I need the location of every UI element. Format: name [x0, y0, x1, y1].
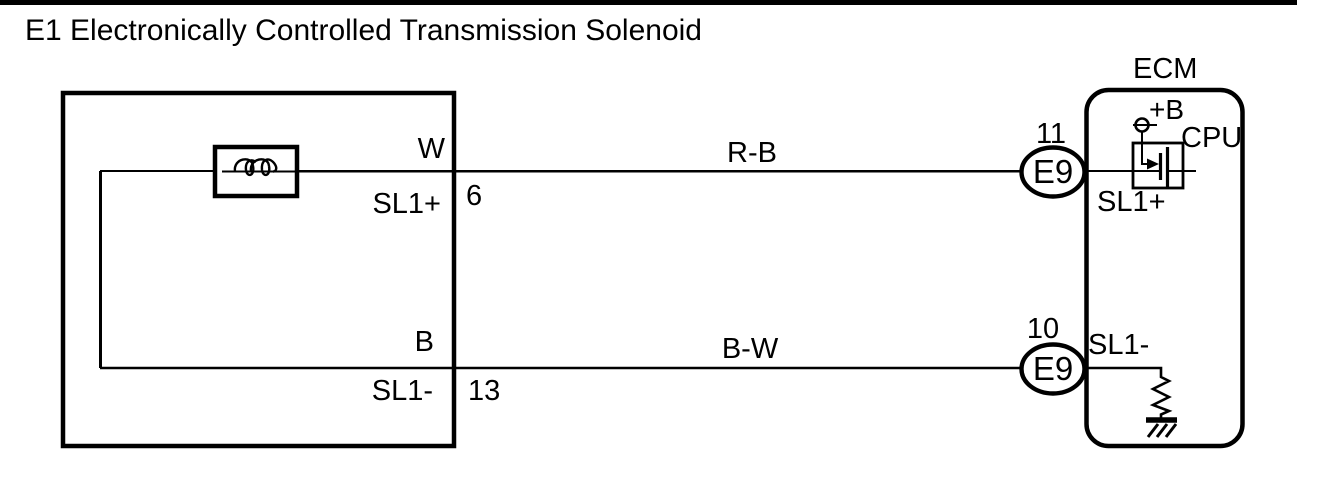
- upper-harness-label: R-B: [727, 137, 777, 169]
- power-terminal-label: +B: [1149, 94, 1184, 125]
- solenoid-coil-icon: [233, 158, 278, 177]
- upper-terminal-label: SL1+: [372, 188, 441, 220]
- ecm-lower-internal-wire: [1084, 366, 1163, 374]
- ecm-box: [1084, 87, 1245, 449]
- transistor-icon: [1141, 131, 1196, 187]
- lower-harness-label: B-W: [722, 333, 779, 365]
- solenoid-component-box: [60, 90, 457, 449]
- lower-connector-code: E9: [1033, 350, 1073, 387]
- page-title: E1 Electronically Controlled Transmissio…: [25, 14, 702, 47]
- upper-wire-color-label: W: [418, 133, 446, 165]
- ecm-lower-terminal-label: SL1-: [1088, 329, 1149, 361]
- top-divider: [0, 0, 1297, 5]
- lower-wire-color-label: B: [415, 326, 434, 358]
- upper-terminal-pin: 6: [466, 180, 482, 212]
- power-terminal-icon: [1133, 117, 1157, 133]
- ground-icon: [1146, 417, 1178, 438]
- lower-connector-pin: 10: [1027, 313, 1059, 345]
- lower-terminal-label: SL1-: [372, 375, 433, 407]
- transistor-box: [1131, 141, 1185, 190]
- ecm-label: ECM: [1133, 53, 1197, 85]
- ecm-upper-terminal-label: SL1+: [1097, 186, 1166, 218]
- upper-connector-pin: 11: [1036, 118, 1066, 150]
- lower-terminal-pin: 13: [468, 375, 500, 407]
- resistor-icon: [1149, 374, 1173, 419]
- upper-connector-code: E9: [1033, 153, 1073, 190]
- cpu-label: CPU: [1181, 122, 1242, 154]
